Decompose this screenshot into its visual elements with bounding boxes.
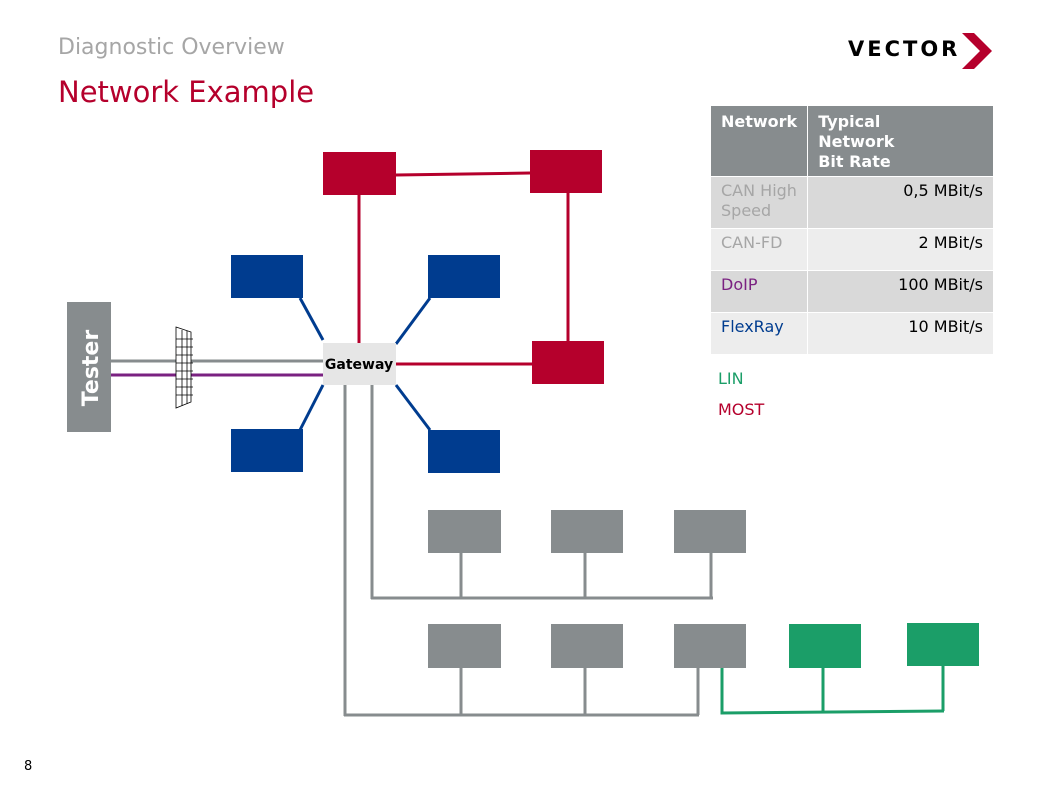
network-name: DoIP	[709, 270, 809, 313]
bit-rate-table: Network Typical Network Bit Rate CAN Hig…	[709, 105, 994, 355]
lin-ecu	[789, 624, 861, 668]
bus-ecu	[428, 624, 501, 668]
logo-chevron-icon	[962, 33, 992, 69]
lin-lines	[720, 665, 945, 715]
bus-ecu	[674, 624, 746, 668]
bus-ecu	[428, 510, 501, 553]
network-name: CAN High Speed	[709, 176, 809, 229]
lin-ecu	[907, 623, 979, 666]
most-lines	[357, 171, 570, 366]
can-lines	[298, 297, 432, 431]
most-ecu	[532, 341, 604, 384]
header-bit-rate: Typical Network Bit Rate	[807, 105, 994, 177]
table-row: FlexRay 10 MBit/s	[709, 312, 994, 355]
header-network: Network	[709, 105, 809, 177]
legend-most: MOST	[718, 400, 765, 419]
most-ecu	[323, 152, 396, 195]
can-ecu	[428, 430, 500, 473]
table-row: CAN-FD 2 MBit/s	[709, 228, 994, 271]
table-row: DoIP 100 MBit/s	[709, 270, 994, 313]
bus-ecu	[674, 510, 746, 553]
can-ecu	[231, 429, 303, 472]
page-number: 8	[24, 759, 33, 774]
bit-rate-value: 0,5 MBit/s	[807, 176, 994, 229]
can-ecu	[231, 255, 303, 298]
legend-lin: LIN	[718, 369, 744, 388]
network-name: FlexRay	[709, 312, 809, 355]
table-row: CAN High Speed 0,5 MBit/s	[709, 176, 994, 229]
tester-label: Tester	[79, 330, 104, 407]
diagnostic-connector-icon	[175, 326, 193, 409]
bit-rate-value: 10 MBit/s	[807, 312, 994, 355]
vector-logo: VECTOR	[848, 33, 998, 69]
tester-box	[67, 302, 111, 432]
can-ecu	[428, 255, 500, 298]
bus-ecu	[551, 624, 623, 668]
gateway-label: Gateway	[325, 357, 393, 373]
bus-lines	[110, 359, 713, 717]
gateway-box	[323, 343, 396, 385]
bit-rate-value: 100 MBit/s	[807, 270, 994, 313]
table-header-row: Network Typical Network Bit Rate	[709, 105, 994, 177]
logo-text: VECTOR	[848, 37, 961, 61]
most-ecu	[530, 150, 602, 193]
bus-ecu	[551, 510, 623, 553]
header-bit-rate-text: Typical Network Bit Rate	[818, 112, 895, 171]
section-subtitle: Diagnostic Overview	[58, 35, 285, 60]
bit-rate-value: 2 MBit/s	[807, 228, 994, 271]
network-name: CAN-FD	[709, 228, 809, 271]
slide-title: Network Example	[58, 75, 315, 109]
